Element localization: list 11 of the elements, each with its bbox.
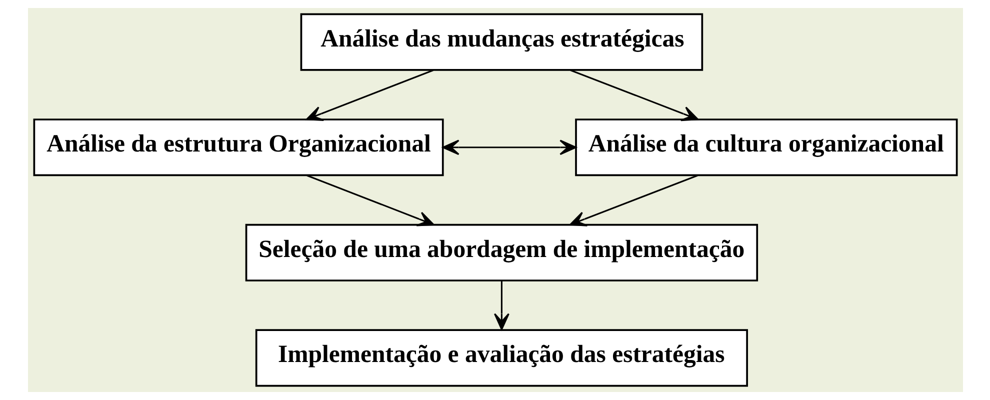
- node-box: Análise das mudanças estratégicas: [300, 13, 703, 71]
- arrow: [568, 174, 698, 226]
- arrow: [570, 70, 698, 122]
- node-box: Seleção de uma abordagem de implementação: [244, 224, 758, 282]
- node-box: Análise da estrutura Organizacional: [32, 118, 444, 176]
- arrow: [493, 281, 509, 330]
- arrow: [442, 140, 576, 156]
- node-box: Análise da cultura organizacional: [574, 118, 958, 176]
- node-box: Implementação e avaliação das estratégias: [254, 329, 748, 387]
- arrow: [306, 174, 434, 226]
- arrow: [305, 70, 434, 122]
